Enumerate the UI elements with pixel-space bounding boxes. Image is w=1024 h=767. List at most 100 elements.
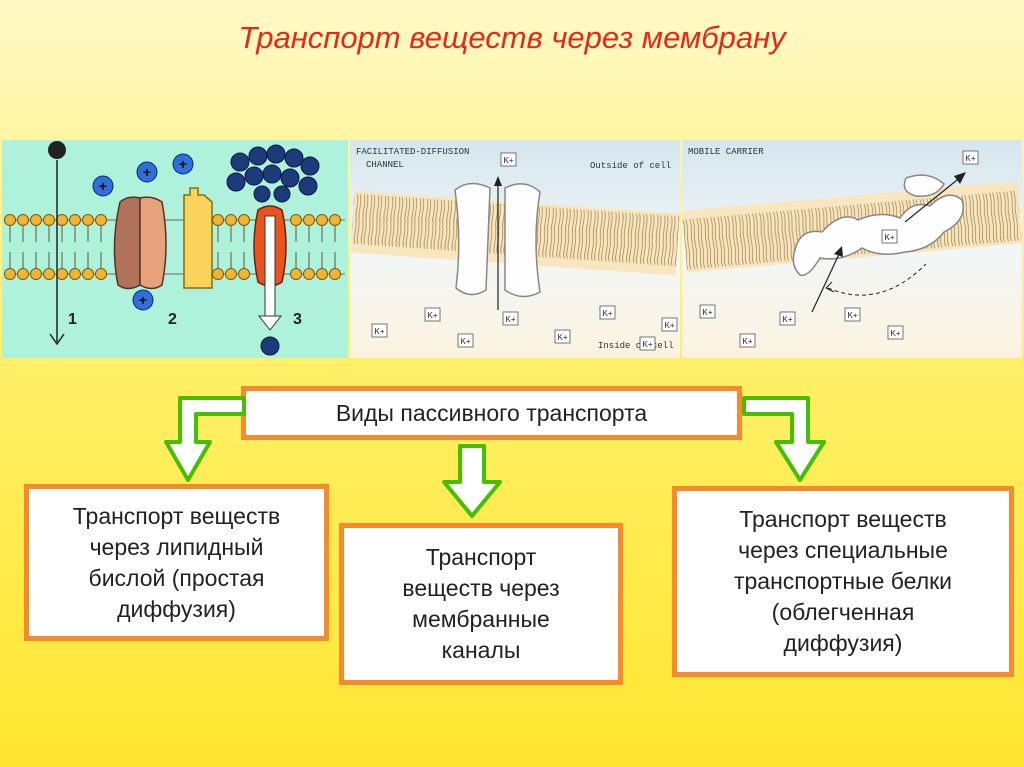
svg-text:K+: K+: [505, 315, 515, 324]
lipid-head: [225, 268, 237, 280]
box-text-line: каналы: [441, 637, 521, 663]
svg-text:K+: K+: [742, 337, 752, 346]
simple-diffusion-box: Транспорт веществ через липидный бислой …: [24, 484, 329, 641]
box-text-line: бислой (простая: [88, 564, 265, 591]
lipid-head: [69, 214, 81, 226]
lipid-head: [303, 214, 315, 226]
lipid-head: [212, 214, 224, 226]
arrow-down-icon: [442, 444, 502, 518]
box-text-line: через липидный: [89, 533, 264, 560]
lipid-head: [69, 268, 81, 280]
lipid-head: [82, 214, 94, 226]
lipid-head: [82, 268, 94, 280]
slide-title: Транспорт веществ через мембрану: [238, 20, 786, 55]
molecule-cluster: [226, 144, 320, 203]
potassium-ion: K+: [371, 323, 388, 338]
box-text-line: мембранные: [412, 606, 550, 632]
membrane-channels-box: Транспорт веществ через мембранные канал…: [339, 523, 623, 685]
lipid-head: [30, 214, 42, 226]
panel-heading: MOBILE CARRIER: [688, 147, 764, 157]
potassium-ion: K+: [599, 305, 616, 320]
svg-text:K+: K+: [427, 311, 437, 320]
carrier-protein: [792, 174, 964, 277]
potassium-ion: K+: [457, 333, 474, 348]
lipid-head: [316, 268, 328, 280]
box-text-line: Транспорт: [425, 544, 537, 570]
box-text-line: диффузия): [783, 630, 903, 656]
svg-text:+: +: [143, 164, 151, 180]
svg-text:K+: K+: [602, 309, 612, 318]
carrier-protein: [183, 187, 213, 289]
lipid-head: [43, 214, 55, 226]
lipid-head: [212, 268, 224, 280]
svg-text:K+: K+: [965, 154, 975, 163]
svg-text:+: +: [139, 292, 147, 308]
label-1: 1: [68, 311, 77, 328]
lipid-head: [329, 268, 341, 280]
arrow-left-icon: [164, 396, 246, 482]
potassium-ion: K+: [739, 333, 756, 348]
box-text-line: диффузия): [117, 595, 236, 622]
box-text-line: Транспорт веществ: [72, 502, 281, 529]
root-label: Виды пассивного транспорта: [335, 399, 648, 426]
svg-text:K+: K+: [782, 315, 792, 324]
panel-heading: CHANNEL: [366, 160, 404, 170]
channel-protein: [454, 182, 541, 298]
svg-text:K+: K+: [884, 233, 894, 242]
potassium-ion: K+: [881, 229, 898, 244]
potassium-ion: K+: [424, 307, 441, 322]
box-text-line: веществ через: [402, 575, 560, 601]
lipid-head: [4, 268, 16, 280]
box-text-line: транспортные белки: [733, 568, 953, 594]
lipid-head: [238, 214, 250, 226]
lipid-head: [95, 214, 107, 226]
lipid-head: [303, 268, 315, 280]
arrow-right-icon: [742, 396, 826, 482]
ion: +: [92, 175, 114, 197]
facilitated-diffusion-box: Транспорт веществ через специальные тран…: [672, 486, 1014, 677]
lipid-head: [56, 268, 68, 280]
potassium-ion: K+: [502, 311, 519, 326]
potassium-ion: K+: [699, 304, 716, 319]
svg-text:+: +: [99, 178, 107, 194]
box-text-line: через специальные: [738, 537, 948, 563]
label-2: 2: [168, 311, 177, 328]
svg-text:K+: K+: [374, 327, 384, 336]
panel-heading: FACILITATED-DIFFUSION: [356, 147, 469, 157]
lipid-head: [238, 268, 250, 280]
label-3: 3: [293, 311, 302, 328]
panel-mobile-carrier: MOBILE CARRIER K+ K+ K+ K+ K+ K+ K+: [681, 140, 1023, 358]
potassium-ion: K+: [779, 311, 796, 326]
lipid-head: [56, 214, 68, 226]
box-text-line: (облегченная: [771, 599, 915, 625]
passive-transport-types-root-box: Виды пассивного транспорта: [241, 386, 742, 440]
lipid-head: [290, 268, 302, 280]
lipid-head: [225, 214, 237, 226]
svg-text:K+: K+: [503, 156, 513, 165]
potassium-ion: K+: [844, 307, 861, 322]
lipid-bilayer: [4, 214, 345, 280]
outside-of-cell-label: Outside of cell: [590, 161, 671, 171]
diffusion-arrow-3: [257, 215, 283, 356]
panel-facilitated-diffusion-channel: FACILITATED-DIFFUSION CHANNEL Outside of…: [350, 140, 680, 358]
box-text-line: Транспорт веществ: [739, 506, 947, 532]
membrane-transport-figure: + + + + 1 2 3 FACILITATED-DIFFUSION CHAN…: [2, 140, 1023, 358]
potassium-ion: K+: [661, 317, 678, 332]
svg-text:K+: K+: [664, 321, 674, 330]
svg-text:K+: K+: [890, 329, 900, 338]
svg-text:K+: K+: [557, 333, 567, 342]
lipid-head: [4, 214, 16, 226]
lipid-head: [290, 214, 302, 226]
ion: +: [172, 153, 194, 175]
svg-text:K+: K+: [702, 308, 712, 317]
lipid-head: [43, 268, 55, 280]
svg-text:+: +: [179, 156, 187, 172]
lipid-head: [316, 214, 328, 226]
potassium-ion: K+: [554, 329, 571, 344]
diffusion-arrow-1: [48, 141, 66, 346]
inside-of-cell-label: Inside of cell: [598, 341, 674, 351]
lipid-head: [17, 214, 29, 226]
potassium-ion: K+: [639, 336, 656, 351]
channel-protein: [113, 196, 167, 290]
panel-simple-diffusion: + + + + 1 2 3: [2, 140, 348, 358]
